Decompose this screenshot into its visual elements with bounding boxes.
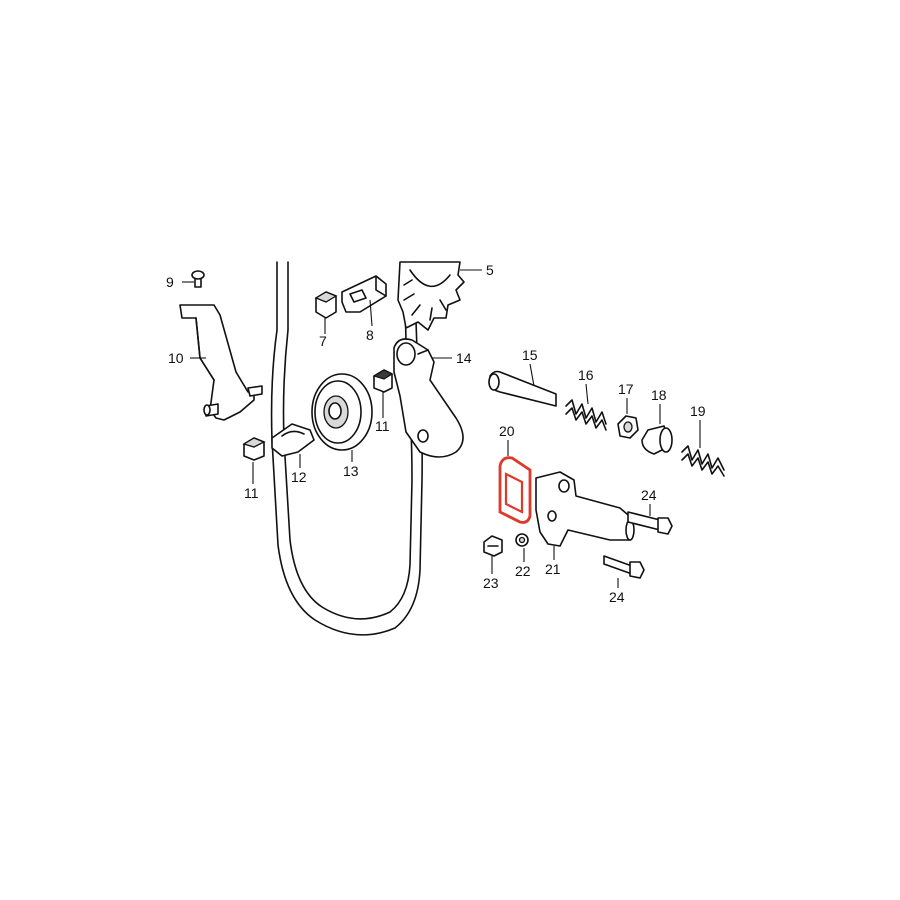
part-label-21: 21	[545, 561, 561, 577]
bracket	[179, 304, 263, 421]
part-label-11-upper: 11	[375, 418, 390, 434]
pulley	[311, 373, 373, 451]
part-label-13: 13	[343, 463, 359, 479]
sprocket	[397, 261, 465, 331]
bolt-24-upper	[627, 511, 673, 535]
bolt-24-lower	[603, 555, 645, 579]
part-label-24-lower: 24	[609, 589, 625, 605]
drive-belt	[270, 261, 423, 636]
part-label-14: 14	[456, 350, 472, 366]
part-label-11-lower: 11	[244, 485, 259, 501]
part-label-20: 20	[499, 423, 515, 439]
part-label-10: 10	[168, 350, 184, 366]
part-label-18: 18	[651, 387, 667, 403]
part-label-19: 19	[690, 403, 706, 419]
part-label-7: 7	[319, 333, 327, 349]
leader-lines	[182, 269, 701, 588]
screw	[191, 270, 205, 288]
part-label-24-upper: 24	[641, 487, 657, 503]
slider-block-lower	[242, 437, 266, 461]
part-label-8: 8	[366, 327, 374, 343]
slider-block	[314, 291, 338, 319]
slider-block-upper	[372, 369, 394, 393]
part-label-5: 5	[486, 262, 494, 278]
part-label-9: 9	[166, 274, 174, 290]
part-label-12: 12	[291, 469, 307, 485]
part-label-15: 15	[522, 347, 538, 363]
part-label-23: 23	[483, 575, 499, 591]
housing	[535, 471, 635, 547]
guide	[341, 275, 387, 313]
part-label-16: 16	[578, 367, 594, 383]
pivot-bolt	[488, 370, 557, 407]
part-label-22: 22	[515, 563, 531, 579]
gasket-highlighted	[498, 456, 532, 524]
part-label-17: 17	[618, 381, 634, 397]
spring-16	[565, 399, 607, 431]
tensioner-arm	[393, 338, 464, 458]
part-labels: 5 7 8 9 10 11 11 12 13 14 15 16 17 18 19…	[166, 262, 706, 605]
spring-19	[681, 445, 725, 477]
collar	[641, 425, 673, 455]
washer	[515, 533, 529, 547]
nut	[617, 415, 639, 439]
clip	[271, 423, 315, 457]
flange-bolt	[483, 535, 503, 557]
